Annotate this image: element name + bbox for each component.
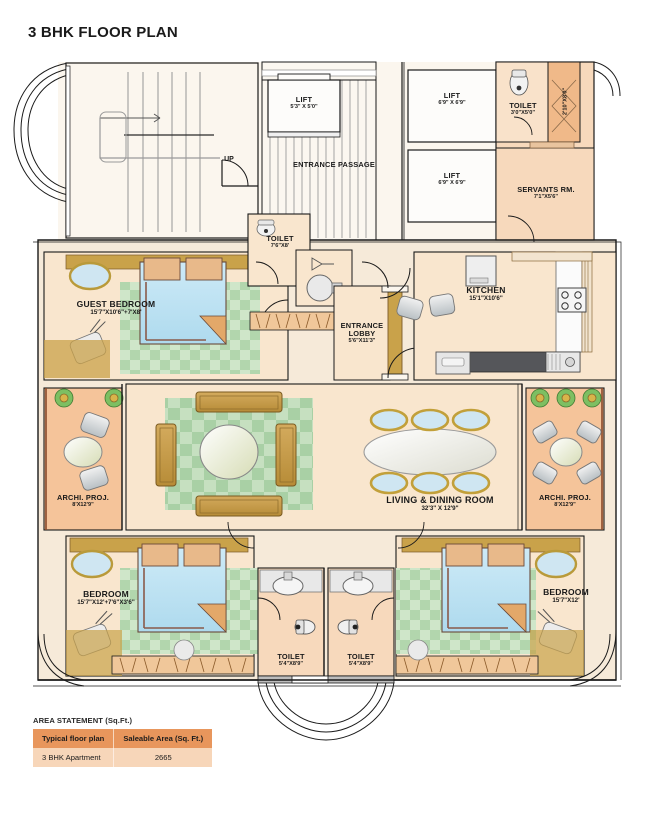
table-header-row: Typical floor plan Saleable Area (Sq. Ft… (33, 729, 213, 748)
cell-saleable-area: 2665 (113, 748, 213, 767)
cell-apartment-type: 3 BHK Apartment (33, 748, 115, 767)
column-header-saleable-area: Saleable Area (Sq. Ft.) (113, 729, 213, 748)
area-statement-caption: AREA STATEMENT (Sq.Ft.) (33, 716, 133, 725)
area-statement-table: Typical floor plan Saleable Area (Sq. Ft… (33, 729, 213, 767)
page-title: 3 BHK FLOOR PLAN (28, 24, 178, 41)
column-header-floor-plan: Typical floor plan (33, 729, 115, 748)
table-row: 3 BHK Apartment 2665 (33, 748, 213, 767)
area-statement: AREA STATEMENT (Sq.Ft.) Typical floor pl… (33, 716, 213, 767)
